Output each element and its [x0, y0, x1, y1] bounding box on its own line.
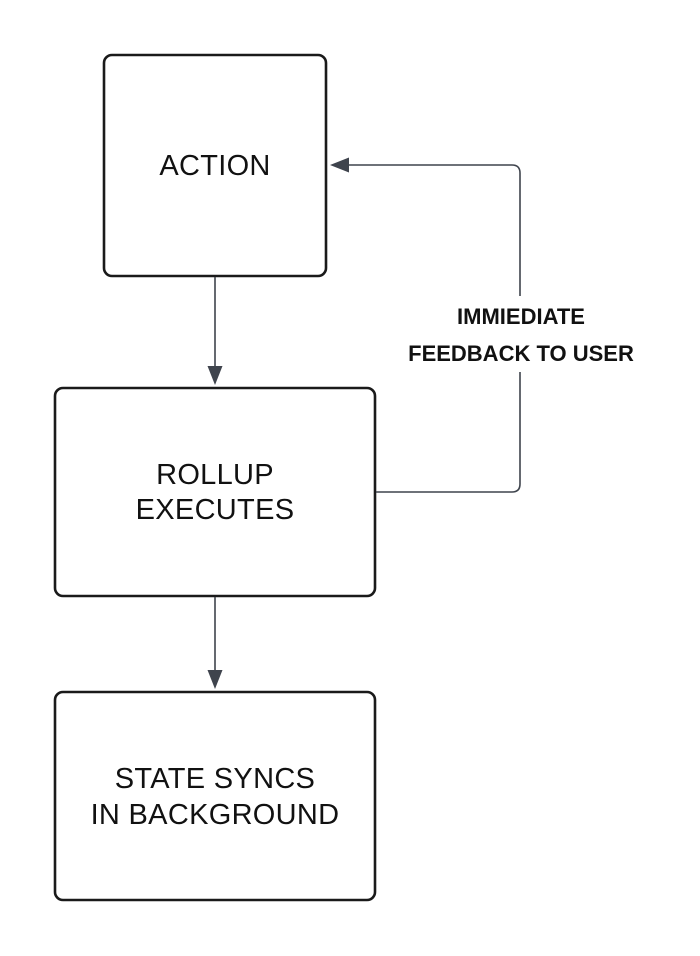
rollup-label-line-2: EXECUTES — [136, 494, 295, 526]
state-sync-node: STATE SYNCS IN BACKGROUND — [53, 690, 377, 902]
action-label: ACTION — [159, 150, 270, 182]
state-sync-box — [53, 690, 377, 902]
edge-action-to-rollup-arrowhead — [207, 366, 223, 385]
edge-rollup-to-state-sync-arrowhead — [207, 670, 223, 689]
feedback-label-line-2: FEEDBACK TO USER — [408, 341, 634, 366]
edge-rollup-to-state-sync — [207, 597, 223, 689]
rollup-node: ROLLUP EXECUTES — [53, 386, 377, 598]
edge-feedback-loop: IMMIEDIATE FEEDBACK TO USER — [330, 157, 650, 493]
action-box — [102, 53, 328, 278]
rollup-label-line-1: ROLLUP — [156, 459, 274, 491]
edge-action-to-rollup — [207, 277, 223, 385]
state-sync-label-line-1: STATE SYNCS — [115, 763, 315, 795]
state-sync-label-line-2: IN BACKGROUND — [91, 799, 340, 831]
feedback-label-line-1: IMMIEDIATE — [457, 304, 585, 329]
edge-feedback-loop-arrowhead — [330, 157, 349, 173]
feedback-label-background — [395, 296, 650, 372]
action-node: ACTION — [102, 53, 328, 278]
rollup-box — [53, 386, 377, 598]
